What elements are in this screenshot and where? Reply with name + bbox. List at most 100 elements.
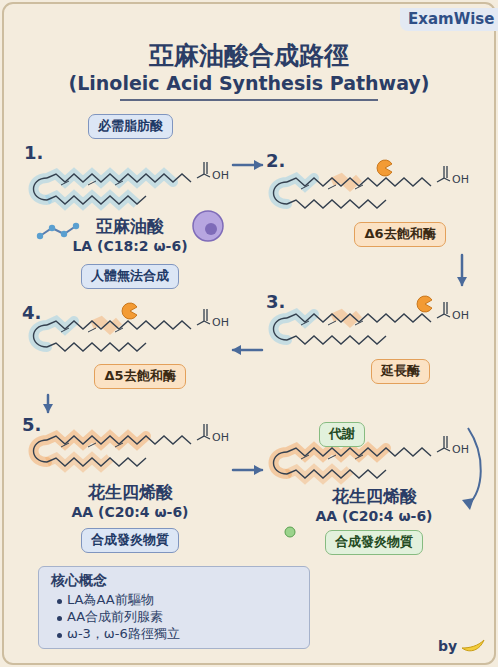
carboxyl-group [197,162,210,178]
atom-dot [61,231,67,237]
compound-label: AA (C20:4 ω-6) [315,508,432,526]
bullet-dot [57,633,62,638]
atom-dot [37,233,43,239]
compound-label: LA (C18:2 ω-6) [72,238,187,256]
bullet-dot [57,616,62,621]
step-panel: 1. 亞麻油酸LA (C18:2 ω-6) 必需脂肪酸人體無法合成 [18,112,233,302]
brand-label: ExamWise [400,8,498,31]
double-bond [115,328,123,332]
double-bond [61,443,69,447]
bullet-text: ω-3，ω-6路徑獨立 [67,626,180,642]
atom-label: OH [452,443,469,457]
carbon-chain [274,182,288,204]
label-pill: Δ6去飽和酶 [354,222,445,247]
enzyme-icon [377,160,392,176]
compound-label: 花生四烯酸 [88,482,173,503]
label-pill: 合成發炎物質 [81,528,179,553]
cell-nucleus [205,223,217,235]
double-bond [61,181,69,185]
carbon-chain [34,440,48,462]
bullet-text: LA為AA前驅物 [67,592,154,608]
step-number: 2. [266,150,285,173]
label-pill: 延長酶 [371,359,430,384]
flow-arrow [461,255,464,285]
label-pill: 代謝 [319,422,365,447]
title-rule [120,99,378,101]
chain-glow [274,314,315,340]
compound-label: 花生四烯酸 [332,486,417,507]
double-bond [61,328,69,332]
cycle-arrowhead [462,498,474,510]
step-number: 1. [24,142,43,165]
double-bond [88,328,96,332]
flow-arrow [233,349,262,352]
double-bond [328,455,336,459]
credit-label: by [438,638,457,656]
carboxyl-group [437,302,450,318]
product-dot [285,527,295,537]
carbon-chain [287,470,386,478]
title: 亞麻油酸合成路徑 [149,40,349,71]
banana-icon [462,640,484,651]
step-panel: 3. 延長酶 [262,285,482,395]
flow-arrow [233,469,262,472]
double-bond [115,181,123,185]
cycle-arrow [468,428,481,505]
atom-label: OH [212,431,229,445]
chain-glow [34,321,75,347]
label-pill: 人體無法合成 [81,264,179,289]
label-pill: 必需脂肪酸 [88,114,173,139]
box-heading: 核心概念 [51,572,107,590]
double-bond [88,181,96,185]
carboxyl-group [437,166,450,182]
step-number: 5. [22,414,41,437]
bullet-dot [57,599,62,604]
atom-label: OH [212,316,229,330]
atom-label: OH [452,173,469,187]
carbon-chain [274,452,288,474]
atom-label: OH [212,169,229,183]
atom-dot [73,223,79,229]
bullet-text: AA合成前列腺素 [67,609,163,625]
enzyme-icon [122,303,137,319]
double-bond [88,443,96,447]
label-pill: Δ5去飽和酶 [94,364,185,389]
double-bond [355,321,363,325]
compound-label: AA (C20:4 ω-6) [71,504,188,522]
carbon-chain [34,178,48,200]
molecule-icon [40,226,76,236]
double-bond [328,321,336,325]
flow-arrow [47,395,50,412]
step-panel: 花生四烯酸AA (C20:4 ω-6) 代謝合成發炎物質 [262,412,482,562]
carbon-chain [47,458,146,466]
carbon-chain [47,343,146,351]
double-bond [115,443,123,447]
atom-label: OH [452,309,469,323]
double-bond [301,185,309,189]
carbon-chain [47,196,146,204]
carbon-chain [274,318,288,340]
concept-box: 核心概念 LA為AA前驅物AA合成前列腺素ω-3，ω-6路徑獨立 [38,566,310,649]
atom-dot [49,225,55,231]
carbon-chain [287,200,386,208]
step-panel: 5. 花生四烯酸AA (C20:4 ω-6) 合成發炎物質 [18,412,233,562]
step-panel: 2. Δ6去飽和酶 [262,150,482,255]
page-border [3,3,495,664]
double-bond [328,185,336,189]
carboxyl-group [197,424,210,440]
flow-arrow [233,164,262,167]
step-number: 4. [22,302,41,325]
subtitle: (Linoleic Acid Synthesis Pathway) [69,72,430,96]
carbon-chain [34,325,48,347]
carbon-chain [287,336,386,344]
label-pill: 合成發炎物質 [325,530,423,555]
double-bond [301,321,309,325]
step-panel: 4. Δ5去飽和酶 [18,298,233,395]
step-number: 3. [266,291,285,314]
double-bond [355,455,363,459]
double-bond [301,455,309,459]
compound-label: 亞麻油酸 [96,216,164,237]
chain-glow [274,178,315,204]
double-bond [355,185,363,189]
enzyme-icon [417,296,432,312]
